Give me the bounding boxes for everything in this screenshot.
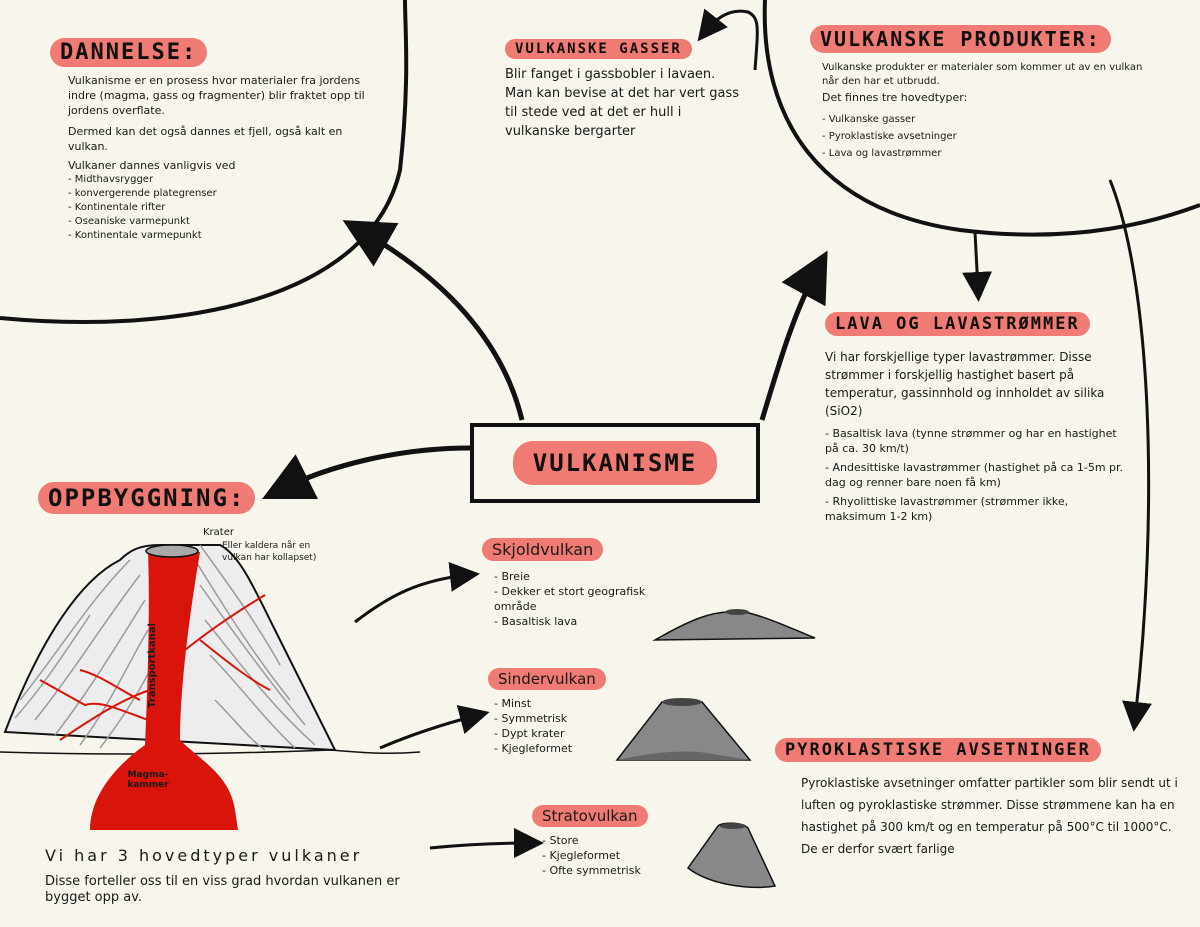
list-item: Symmetrisk [494,711,618,726]
arrow-to-oppbygning [262,445,471,499]
dannelse-p1: Vulkanisme er en prosess hvor materialer… [68,74,365,117]
oppbygning-title: OPPBYGGNING: [38,482,256,514]
sinder-title: Sindervulkan [488,668,606,690]
list-item: Basaltisk lava (tynne strømmer og har en… [825,426,1125,456]
center-box: VULKANISME [470,423,760,503]
list-item: Basaltisk lava [494,614,662,629]
list-item: Ofte symmetrisk [542,863,692,878]
arrow-to-skjold [354,561,480,624]
list-item: Midthavsrygger [68,173,380,187]
arrow-to-pyro [1108,179,1152,732]
oppbygning-text1: Vi har 3 hovedtyper vulkaner [45,846,363,865]
label-magma: Magma-kammer [127,770,169,790]
arrow-to-gasser [697,8,759,71]
list-item: Kontinentale varmepunkt [68,229,380,243]
pyro-section: PYROKLASTISKE AVSETNINGER Pyroklastiske … [775,738,1180,860]
list-item: Kontinentale rifter [68,201,380,215]
sinder-section: Sindervulkan Minst Symmetrisk Dypt krate… [488,668,618,756]
list-item: Lava og lavastrømmer [822,145,1150,162]
label-krater: Krater [203,527,234,538]
skjold-title: Skjoldvulkan [482,538,604,561]
stratovulkan-illustration [686,822,777,889]
arrow-to-lava [962,231,993,302]
list-item: Minst [494,696,618,711]
lava-section: LAVA OG LAVASTRØMMER Vi har forskjellige… [825,312,1125,524]
oppbygning-text2: Disse forteller oss til en viss grad hvo… [45,874,400,905]
arrow-to-produkter [759,250,828,421]
list-item: Dekker et stort geografisk område [494,584,662,614]
list-item: Rhyolittiske lavastrømmer (strømmer ikke… [825,494,1125,524]
lava-list: Basaltisk lava (tynne strømmer og har en… [825,426,1125,524]
list-item: Oseaniske varmepunkt [68,215,380,229]
dannelse-section: DANNELSE: Vulkanisme er en prosess hvor … [50,38,380,243]
list-item: konvergerende plategrenser [68,187,380,201]
pyro-title: PYROKLASTISKE AVSETNINGER [775,738,1101,762]
dannelse-intro: Vulkaner dannes vanligvis ved [68,159,236,172]
strato-list: Store Kjegleformet Ofte symmetrisk [542,833,692,878]
list-item: Kjegleformet [542,848,692,863]
arrow-to-dannelse [342,220,525,421]
skjold-section: Skjoldvulkan Breie Dekker et stort geogr… [482,538,662,629]
list-item: Vulkanske gasser [822,111,1150,128]
list-item: Breie [494,569,662,584]
gasser-section: VULKANSKE GASSER Blir fanget i gassboble… [505,38,745,141]
dannelse-list: Midthavsrygger konvergerende plategrense… [68,173,380,243]
center-title: VULKANISME [512,441,718,485]
label-transport: Transportkanal [146,623,158,708]
magma-conduit [90,552,238,830]
lava-title: LAVA OG LAVASTRØMMER [825,312,1090,336]
pyro-text: Pyroklastiske avsetninger omfatter parti… [801,776,1178,856]
skjoldvulkan-illustration [652,609,816,641]
produkter-list: Vulkanske gasser Pyroklastiske avsetning… [822,111,1150,162]
produkter-section: VULKANSKE PRODUKTER: Vulkanske produkter… [810,25,1150,162]
produkter-title: VULKANSKE PRODUKTER: [810,25,1111,53]
list-item: Dypt krater [494,726,618,741]
strato-title: Stratovulkan [532,805,648,827]
list-item: Andesittiske lavastrømmer (hastighet på … [825,460,1125,490]
gasser-text: Blir fanget i gassbobler i lavaen. Man k… [505,67,740,139]
produkter-circle [762,0,1200,237]
volcano-diagram [0,544,421,830]
skjold-list: Breie Dekker et stort geografisk område … [494,569,662,629]
list-item: Store [542,833,692,848]
list-item: Kjegleformet [494,741,618,756]
arrow-to-sinder [379,705,490,750]
dannelse-title: DANNELSE: [50,38,208,67]
label-kaldera: Eller kaldera når en vulkan har kollapse… [222,541,317,563]
sindervulkan-illustration [615,698,752,761]
produkter-p1: Vulkanske produkter er materialer som ko… [822,62,1143,87]
list-item: Pyroklastiske avsetninger [822,128,1150,145]
arrow-to-strato [429,828,544,859]
produkter-p2: Det finnes tre hovedtyper: [822,91,968,104]
oppbygning-section: OPPBYGGNING: [38,482,256,514]
dannelse-p2: Dermed kan det også dannes et fjell, ogs… [68,125,343,153]
strato-section: Stratovulkan Store Kjegleformet Ofte sym… [532,805,692,878]
gasser-title: VULKANSKE GASSER [505,39,692,59]
sinder-list: Minst Symmetrisk Dypt krater Kjegleforme… [494,696,618,756]
lava-text: Vi har forskjellige typer lavastrømmer. … [825,350,1105,418]
